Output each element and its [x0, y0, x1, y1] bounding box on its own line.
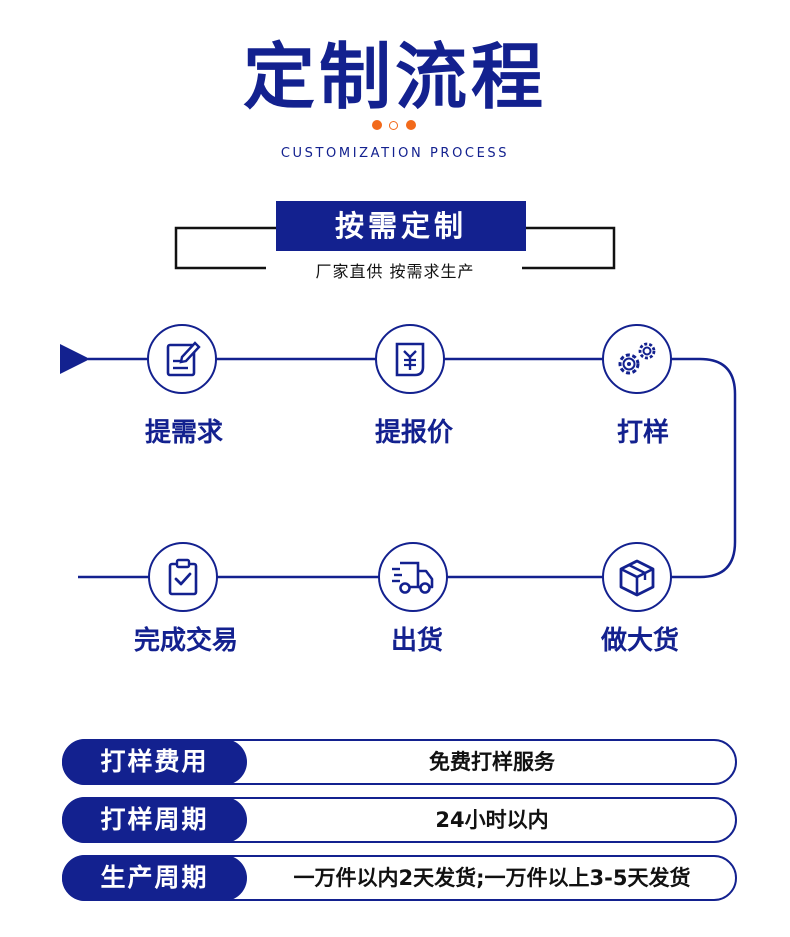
orange-dot-icon: [372, 120, 382, 130]
step-label-5: 出货: [390, 626, 443, 656]
step-label-3: 打样: [616, 418, 669, 448]
step-node-4: [602, 542, 672, 612]
page-subtitle: CUSTOMIZATION PROCESS: [280, 146, 510, 161]
step-node-5: [378, 542, 448, 612]
step-node-1: [147, 324, 217, 394]
clipboard-check-icon: [168, 558, 198, 596]
step-label-2: 提报价: [374, 418, 453, 448]
banner-title: 按需定制: [276, 201, 526, 251]
info-row-sample-cycle: 打样周期 24小时以内: [62, 797, 737, 843]
step-label-4: 做大货: [600, 626, 679, 656]
info-row-value: 一万件以内2天发货;一万件以上3-5天发货: [293, 866, 691, 890]
step-label-6: 完成交易: [133, 626, 238, 656]
info-row-value: 24小时以内: [435, 808, 549, 832]
gears-icon: [618, 342, 656, 375]
info-row-production-cycle: 生产周期 一万件以内2天发货;一万件以上3-5天发货: [62, 855, 737, 901]
start-arrow-icon: [60, 344, 90, 374]
info-row-sample-fee: 打样费用 免费打样服务: [62, 739, 737, 785]
delivery-truck-icon: [392, 561, 434, 594]
page-title: 定制流程: [242, 35, 547, 119]
banner-subtitle: 厂家直供 按需求生产: [315, 262, 475, 281]
banner-frame: [174, 226, 616, 270]
step-node-2: [375, 324, 445, 394]
orange-dot-icon: [406, 120, 416, 130]
hollow-dot-icon: [389, 120, 398, 130]
step-node-6: [148, 542, 218, 612]
info-row-tag: 打样费用: [62, 739, 247, 785]
step-node-3: [602, 324, 672, 394]
box-icon: [619, 559, 655, 597]
info-row-tag: 生产周期: [62, 855, 247, 901]
price-document-icon: [395, 342, 425, 377]
info-row-value: 免费打样服务: [429, 750, 555, 774]
edit-form-icon: [166, 341, 201, 377]
step-label-1: 提需求: [144, 418, 223, 448]
decorative-dots: [372, 120, 418, 132]
info-row-tag: 打样周期: [62, 797, 247, 843]
info-rows: 打样费用 免费打样服务 打样周期 24小时以内 生产周期 一万件以内2天发货;一…: [62, 739, 737, 913]
